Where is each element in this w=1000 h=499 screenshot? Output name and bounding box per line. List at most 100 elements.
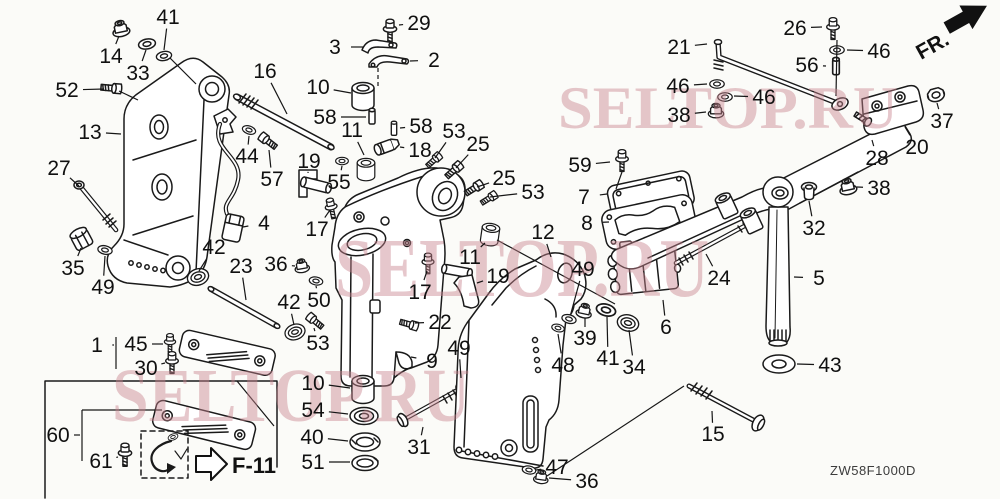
callout-56: 56 bbox=[795, 54, 827, 77]
svg-text:25: 25 bbox=[492, 167, 515, 190]
svg-text:30: 30 bbox=[134, 357, 157, 380]
part-31-bolt bbox=[396, 386, 462, 428]
callout-48: 48 bbox=[551, 333, 575, 377]
svg-text:50: 50 bbox=[307, 289, 330, 312]
part-33-washer bbox=[137, 36, 157, 52]
svg-text:20: 20 bbox=[905, 136, 928, 159]
part-11-bushing-upper bbox=[356, 157, 376, 182]
callout-21: 21 bbox=[667, 36, 708, 59]
part-41-ring bbox=[155, 49, 173, 63]
svg-text:33: 33 bbox=[126, 62, 149, 85]
callout-25: 25 bbox=[476, 167, 516, 190]
watermark-text: SELTOP.RU bbox=[335, 222, 709, 315]
svg-text:35: 35 bbox=[61, 257, 84, 280]
watermark-text: SELTOP.RU bbox=[112, 354, 470, 438]
svg-text:27: 27 bbox=[47, 157, 70, 180]
leader-segments-layer bbox=[81, 39, 838, 477]
callout-18: 18 bbox=[399, 139, 432, 162]
callout-9: 9 bbox=[410, 350, 438, 373]
part-19-tube-clamp bbox=[298, 169, 333, 198]
leader-segment bbox=[835, 39, 838, 97]
callout-30: 30 bbox=[134, 357, 166, 380]
svg-text:7: 7 bbox=[578, 186, 590, 209]
svg-text:29: 29 bbox=[407, 12, 430, 35]
callout-58: 58 bbox=[313, 106, 366, 129]
part-9-swivel-case bbox=[331, 167, 466, 387]
callout-46: 46 bbox=[846, 40, 891, 63]
svg-text:40: 40 bbox=[300, 426, 323, 449]
callout-32: 32 bbox=[802, 200, 826, 240]
callout-40: 40 bbox=[300, 426, 349, 449]
svg-text:52: 52 bbox=[55, 79, 78, 102]
callout-49: 49 bbox=[447, 337, 471, 379]
callout-36: 36 bbox=[264, 253, 296, 276]
callout-3: 3 bbox=[329, 36, 364, 59]
leader-segment bbox=[615, 171, 623, 190]
svg-text:2: 2 bbox=[428, 49, 440, 72]
svg-text:26: 26 bbox=[783, 17, 806, 40]
callout-45: 45 bbox=[124, 333, 163, 356]
svg-text:10: 10 bbox=[301, 372, 324, 395]
part-34-grommet bbox=[614, 311, 642, 335]
callout-37: 37 bbox=[930, 102, 954, 133]
svg-text:1: 1 bbox=[91, 334, 103, 357]
fr-label: FR. bbox=[912, 28, 953, 65]
callout-34: 34 bbox=[622, 329, 646, 379]
svg-text:4: 4 bbox=[258, 212, 270, 235]
svg-text:43: 43 bbox=[818, 354, 841, 377]
part-42-grommet-b bbox=[282, 320, 308, 344]
svg-text:49: 49 bbox=[571, 258, 594, 281]
part-52-bolt bbox=[99, 81, 123, 95]
callout-53: 53 bbox=[306, 327, 330, 355]
callout-53: 53 bbox=[434, 120, 466, 159]
callout-41: 41 bbox=[156, 6, 180, 51]
callout-8: 8 bbox=[581, 212, 610, 235]
part-26-bolt bbox=[826, 16, 840, 41]
callout-15: 15 bbox=[701, 410, 725, 446]
callout-11: 11 bbox=[341, 119, 365, 156]
callout-2: 2 bbox=[409, 49, 440, 72]
part-20-bracket bbox=[861, 84, 925, 136]
part-61-bolt bbox=[117, 442, 133, 467]
svg-text:15: 15 bbox=[701, 423, 724, 446]
callout-42: 42 bbox=[198, 236, 226, 272]
svg-text:18: 18 bbox=[408, 139, 431, 162]
svg-text:16: 16 bbox=[253, 60, 276, 83]
svg-text:17: 17 bbox=[305, 218, 328, 241]
svg-text:55: 55 bbox=[327, 171, 350, 194]
part-43-washer bbox=[762, 354, 796, 374]
part-steering-arm-boss bbox=[762, 176, 794, 208]
part-28-stud bbox=[853, 111, 873, 127]
callout-31: 31 bbox=[407, 426, 431, 459]
part-13-stern-bracket bbox=[106, 57, 231, 288]
svg-text:9: 9 bbox=[426, 350, 438, 373]
callout-4: 4 bbox=[242, 212, 270, 235]
svg-text:17: 17 bbox=[408, 281, 431, 304]
svg-text:34: 34 bbox=[622, 356, 646, 379]
part-25-bolt-b bbox=[462, 178, 486, 199]
callout-43: 43 bbox=[796, 354, 842, 377]
svg-text:25: 25 bbox=[466, 133, 489, 156]
part-57-bolt bbox=[256, 130, 280, 152]
svg-text:56: 56 bbox=[795, 54, 818, 77]
callout-53: 53 bbox=[489, 181, 545, 204]
svg-text:58: 58 bbox=[313, 106, 336, 129]
svg-text:31: 31 bbox=[407, 436, 430, 459]
part-35-spacer bbox=[69, 226, 94, 251]
svg-text:53: 53 bbox=[521, 181, 544, 204]
part-5-swivel-shaft bbox=[765, 206, 791, 347]
callout-10: 10 bbox=[306, 76, 352, 99]
callout-22: 22 bbox=[414, 311, 452, 334]
svg-text:38: 38 bbox=[667, 104, 690, 127]
callout-17: 17 bbox=[408, 270, 432, 304]
fr-direction-group: FR. bbox=[912, 5, 987, 65]
svg-text:38: 38 bbox=[867, 177, 890, 200]
watermark-text: SELTOP.RU bbox=[558, 75, 898, 141]
part-21-steering-rod bbox=[713, 38, 849, 111]
part-53-bolt-b bbox=[478, 189, 500, 208]
part-36-nut-left bbox=[292, 257, 311, 275]
part-59-bolt bbox=[615, 148, 629, 173]
svg-text:37: 37 bbox=[930, 110, 953, 133]
